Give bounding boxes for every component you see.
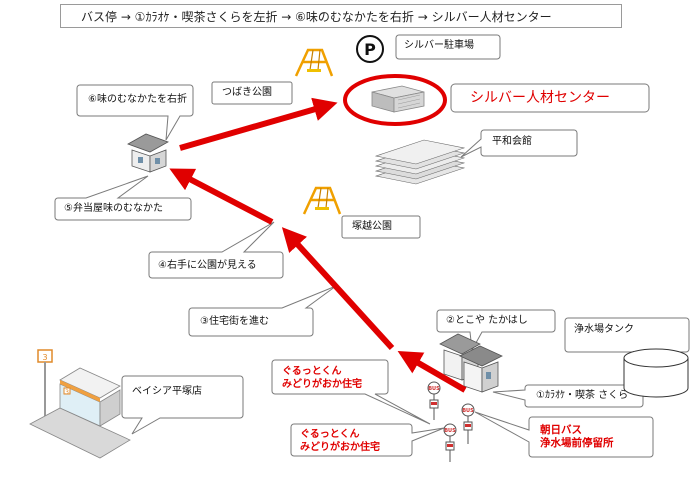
step3-callout	[188, 285, 337, 337]
step6-label: ⑥味のむなかたを右折	[88, 94, 187, 105]
step5-label: ⑤弁当屋味のむなかた	[64, 203, 163, 214]
tsubaki-callout	[211, 81, 293, 105]
barber-shop-icon	[439, 333, 503, 393]
heiwa-hall-label: 平和会館	[492, 136, 532, 147]
asahi-callout	[474, 411, 654, 458]
step4-label: ④右手に公園が見える	[158, 260, 257, 271]
bus-stop-top-label: ぐるっとくん みどりがおか住宅	[282, 366, 362, 390]
step3-label: ③住宅街を進む	[200, 316, 269, 327]
route-segment-2	[281, 227, 395, 351]
step2-callout	[436, 309, 556, 352]
step2-label: ②とこや たかはし	[446, 315, 528, 326]
heiwa-callout	[460, 129, 578, 158]
heiwa-hall-icon	[374, 139, 466, 185]
step6-callout	[76, 84, 194, 141]
store-label: ベイシア平塚店	[132, 386, 202, 397]
water-tank-label: 浄水場タンク	[574, 324, 634, 335]
tsubaki-park-swing-icon	[294, 48, 334, 77]
tsukagoshi-callout	[341, 215, 421, 239]
destination-building-icon	[343, 74, 447, 126]
svg-text:P: P	[364, 40, 376, 59]
route-title: バス停 → ①ｶﾗｵｹ・喫茶さくらを左折 → ⑥味のむなかたを右折 → シルバー…	[60, 4, 622, 28]
route-segment-4	[179, 97, 338, 151]
bento-shop-icon	[127, 133, 169, 173]
route-segment-1	[397, 350, 467, 393]
asahi-bus-stop-label: 朝日バス 浄水場前停留所	[540, 424, 614, 450]
parking-icon: P	[356, 35, 384, 63]
step1-label: ①ｶﾗｵｹ・喫茶 さくら	[536, 390, 629, 401]
beisia-store-icon: 3 3	[29, 349, 131, 459]
bus-bottom-callout	[290, 423, 445, 457]
water-tank-icon	[623, 348, 689, 398]
step5-callout	[54, 175, 192, 221]
svg-text:BUS: BUS	[428, 386, 440, 392]
step4-callout	[148, 221, 284, 279]
bus-top-callout	[271, 359, 431, 425]
destination-label: シルバー人材センター	[470, 90, 610, 106]
svg-text:3: 3	[42, 353, 47, 362]
svg-text:3: 3	[65, 389, 69, 396]
destination-callout	[450, 83, 650, 113]
parking-callout	[395, 34, 501, 60]
tsubaki-park-label: つばき公園	[222, 87, 272, 98]
tsukagoshi-park-swing-icon	[302, 186, 342, 215]
svg-text:BUS: BUS	[462, 408, 474, 414]
bus-stop-icon: BUS BUS BUS	[427, 381, 475, 462]
svg-text:BUS: BUS	[444, 428, 456, 434]
store-callout	[121, 375, 244, 435]
parking-label: シルバー駐車場	[404, 40, 474, 51]
bus-stop-bottom-label: ぐるっとくん みどりがおか住宅	[300, 429, 380, 453]
route-segment-3	[169, 168, 274, 225]
tsukagoshi-park-label: 塚越公園	[352, 221, 392, 232]
